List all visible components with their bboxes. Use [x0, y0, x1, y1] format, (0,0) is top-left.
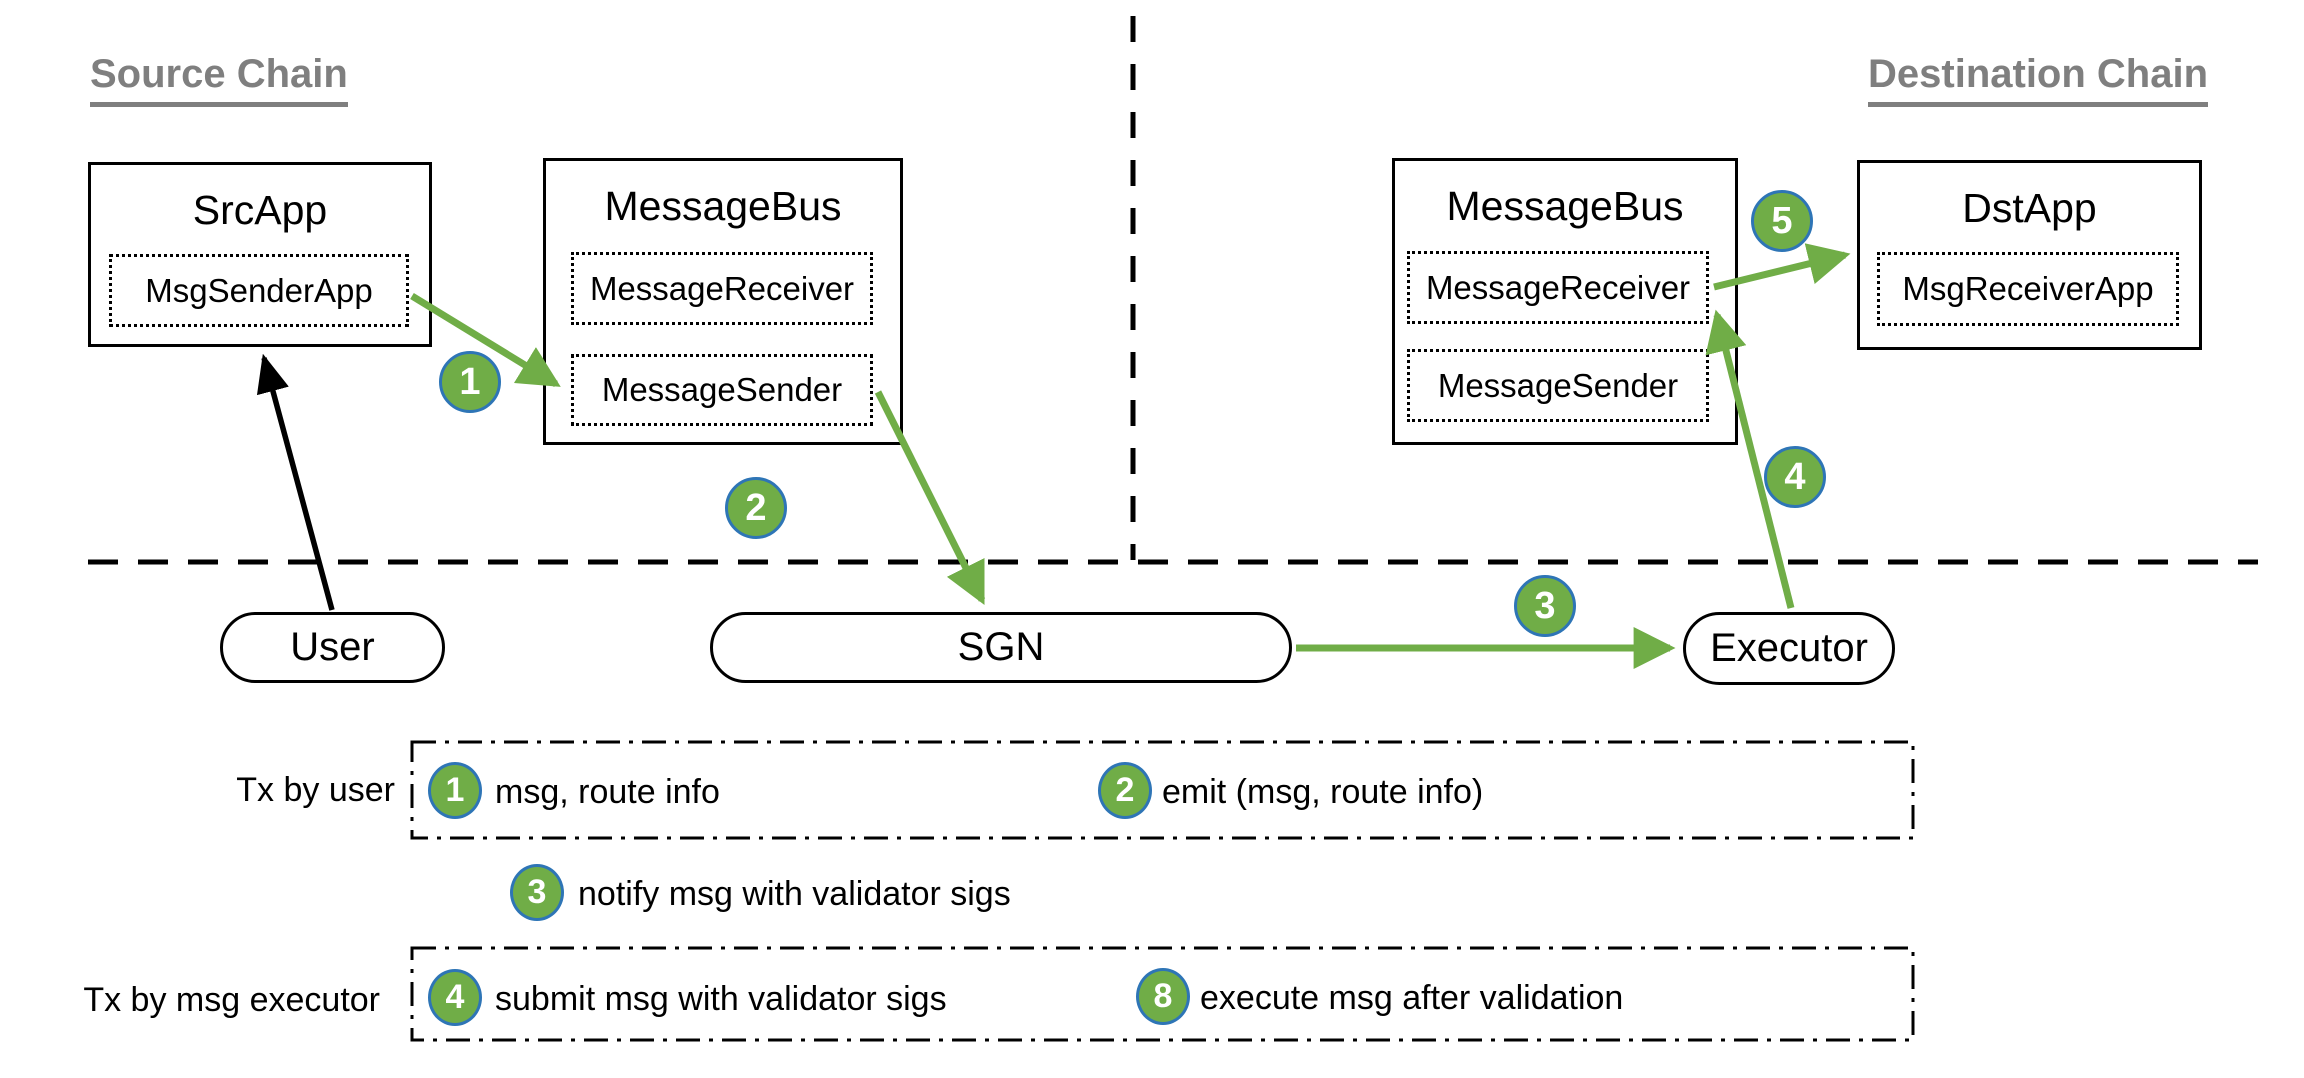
dst-app-title: DstApp [1962, 184, 2097, 231]
messagebus-destination-title: MessageBus [1446, 182, 1684, 229]
msg-sender-app-label: MsgSenderApp [145, 271, 373, 309]
arrow-user-to-srcapp [256, 353, 335, 611]
message-receiver-source-box: MessageReceiver [571, 252, 873, 325]
messagebus-destination-box: MessageBus MessageReceiver MessageSender [1392, 158, 1738, 445]
legend-label-tx-by-executor: Tx by msg executor [83, 981, 380, 1019]
legend-badge-2: 2 [1098, 762, 1152, 819]
step-badge-5: 5 [1751, 190, 1813, 252]
message-sender-source-label: MessageSender [601, 371, 843, 408]
src-app-title: SrcApp [192, 186, 328, 233]
message-receiver-source-label: MessageReceiver [589, 269, 855, 307]
executor-pill: Executor [1683, 612, 1895, 685]
legend-badge-1: 1 [428, 762, 482, 819]
messagebus-source-box: MessageBus MessageReceiver MessageSender [543, 158, 903, 445]
step-badge-3: 3 [1514, 575, 1576, 637]
sgn-pill: SGN [710, 612, 1292, 683]
step-badge-1: 1 [439, 351, 501, 413]
legend-badge-3: 3 [510, 864, 564, 921]
dst-app-box: DstApp MsgReceiverApp [1857, 160, 2202, 350]
messagebus-source-title: MessageBus [604, 182, 842, 229]
legend-badge-4: 4 [428, 969, 482, 1026]
legend-item-1-text: msg, route info [495, 773, 720, 811]
user-pill: User [220, 612, 445, 683]
msg-receiver-app-label: MsgReceiverApp [1902, 270, 2154, 307]
message-sender-destination-box: MessageSender [1407, 349, 1709, 422]
step-badge-4: 4 [1764, 446, 1826, 508]
msg-sender-app-box: MsgSenderApp [109, 254, 409, 327]
legend-item-3-text: notify msg with validator sigs [578, 875, 1011, 913]
message-sender-destination-label: MessageSender [1437, 366, 1679, 404]
step-badge-2: 2 [725, 477, 787, 539]
destination-chain-heading: Destination Chain [1868, 52, 2209, 107]
message-receiver-destination-box: MessageReceiver [1407, 251, 1709, 324]
legend-badge-8: 8 [1136, 968, 1190, 1025]
src-app-box: SrcApp MsgSenderApp [88, 162, 432, 347]
legend-item-8-text: execute msg after validation [1200, 979, 1624, 1017]
legend-label-tx-by-user: Tx by user [236, 771, 395, 809]
legend-item-4-text: submit msg with validator sigs [495, 980, 947, 1018]
msg-receiver-app-box: MsgReceiverApp [1877, 252, 2179, 326]
message-receiver-destination-label: MessageReceiver [1425, 268, 1691, 306]
legend-item-2-text: emit (msg, route info) [1162, 773, 1484, 811]
source-chain-heading: Source Chain [90, 52, 348, 107]
message-sender-source-box: MessageSender [571, 354, 873, 426]
